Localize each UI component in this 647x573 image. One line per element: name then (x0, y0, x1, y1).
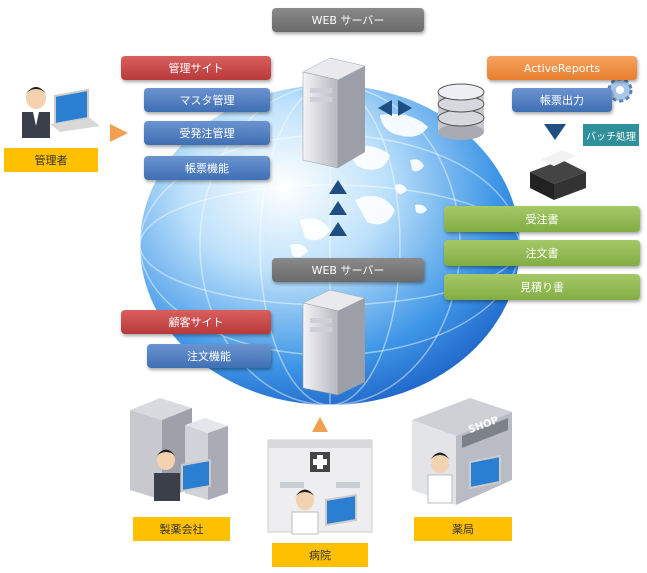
batch-process-label: バッチ処理 (583, 124, 639, 146)
bottom-server-label: WEB サーバー (272, 258, 424, 282)
hospital-label: 病院 (272, 543, 368, 567)
pharmacy-shop-icon (412, 398, 512, 505)
up-arrow-icon (329, 180, 347, 194)
admin-user-label: 管理者 (4, 148, 98, 172)
database-icon (437, 83, 485, 140)
top-server-label: WEB サーバー (272, 8, 424, 32)
admin-site-item-master: マスタ管理 (144, 88, 270, 112)
hospital-arrow-icon (312, 417, 328, 432)
document-estimate: 見積り書 (444, 274, 640, 300)
up-arrow-icon (329, 201, 347, 215)
admin-arrow-icon (110, 124, 128, 142)
printer-icon (530, 150, 586, 200)
pharma-company-label: 製薬会社 (133, 517, 230, 541)
report-output-item: 帳票出力 (512, 88, 612, 112)
document-purchase-order: 注文書 (444, 240, 640, 266)
customer-site-title: 顧客サイト (121, 310, 271, 334)
admin-site-item-orders: 受発注管理 (144, 121, 270, 145)
up-arrow-icon (329, 222, 347, 236)
gear-icon (607, 77, 633, 103)
bottom-server-tower (302, 289, 366, 396)
hospital-building-icon (267, 439, 373, 535)
down-arrow-icon (544, 124, 566, 140)
activereports-title: ActiveReports (487, 56, 637, 80)
customer-site-item-order: 注文機能 (147, 344, 271, 368)
pharmacy-label: 薬局 (414, 517, 512, 541)
admin-person-icon (22, 87, 100, 138)
admin-site-title: 管理サイト (121, 56, 271, 80)
top-server-tower (302, 57, 366, 169)
admin-site-item-reports: 帳票機能 (144, 156, 270, 180)
pharma-building-icon (130, 398, 228, 501)
document-order-received: 受注書 (444, 206, 640, 232)
sync-arrow-icon (378, 100, 412, 116)
